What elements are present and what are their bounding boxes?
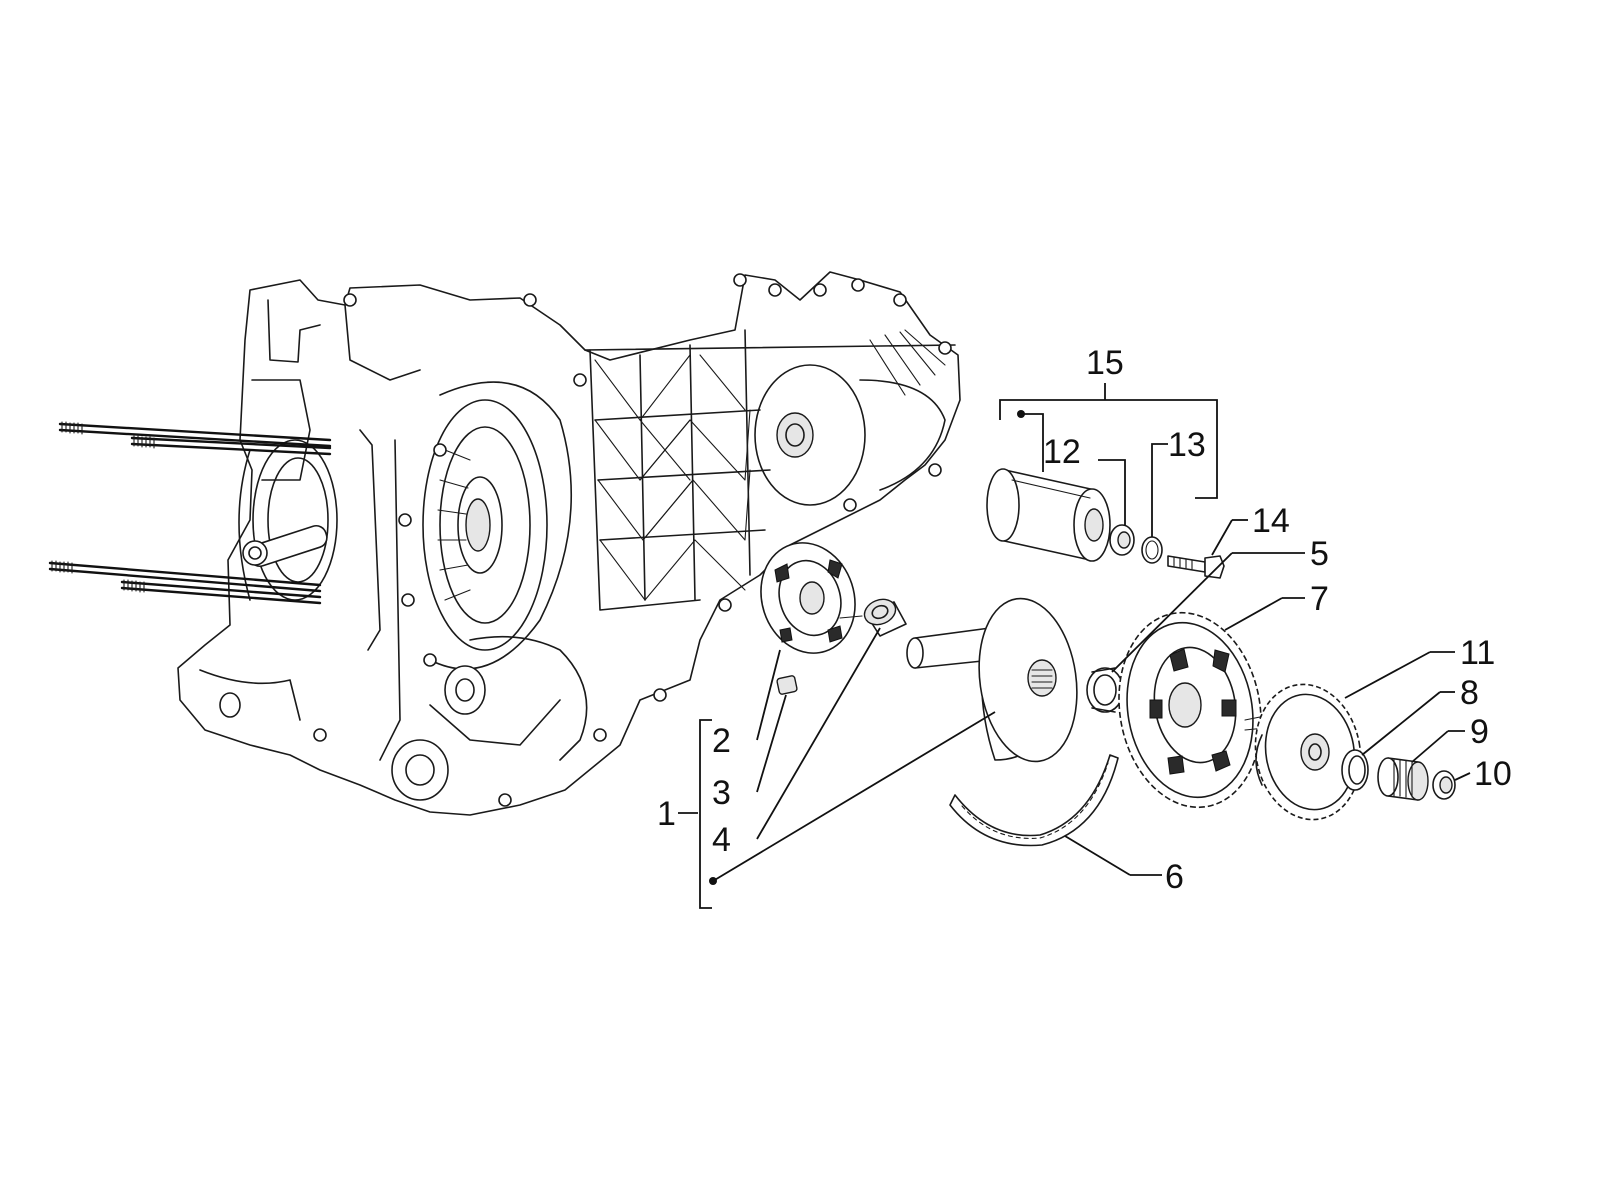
- part-15-sleeve: [986, 468, 1111, 562]
- callout-10: 10: [1474, 755, 1512, 793]
- part-11-gear: [1254, 683, 1362, 821]
- part-5-spacer: [1086, 667, 1124, 713]
- callout-5: 5: [1310, 535, 1329, 573]
- part-7-toothed-pulley: [1118, 611, 1266, 809]
- callout-7: 7: [1310, 580, 1329, 618]
- part-8-seal-ring: [1341, 749, 1369, 791]
- callout-labels: 1 2 3 4 5 6 7 8 9 10 11 12 13 14 15: [657, 344, 1512, 896]
- callout-3: 3: [712, 774, 731, 812]
- crankcase-housing: [48, 271, 961, 816]
- callout-9: 9: [1470, 713, 1489, 751]
- part-2-ramp-plate: [760, 542, 856, 654]
- callout-13: 13: [1168, 426, 1206, 464]
- callout-4: 4: [712, 821, 731, 859]
- part-14-bolt: [1167, 555, 1225, 579]
- part-4-bushing: [839, 598, 907, 637]
- part-10-nut: [1432, 770, 1456, 800]
- part-3-slider: [776, 675, 798, 695]
- part-13-circlip: [1141, 536, 1163, 564]
- callout-8: 8: [1460, 674, 1479, 712]
- callout-15: 15: [1086, 344, 1124, 382]
- part-6-drive-belt: [949, 754, 1119, 847]
- part-12-bearing: [1109, 524, 1135, 556]
- callout-2: 2: [712, 722, 731, 760]
- cylinder-studs: [48, 421, 332, 605]
- leader-lines: [678, 383, 1471, 909]
- drive-pulley-half: [906, 597, 1078, 763]
- callout-6: 6: [1165, 858, 1184, 896]
- callout-1: 1: [657, 795, 676, 833]
- part-9-bearing: [1377, 757, 1429, 801]
- callout-14: 14: [1252, 502, 1290, 540]
- callout-11: 11: [1460, 634, 1495, 672]
- callout-12: 12: [1043, 433, 1081, 471]
- housing-bolt-bosses: [313, 273, 952, 807]
